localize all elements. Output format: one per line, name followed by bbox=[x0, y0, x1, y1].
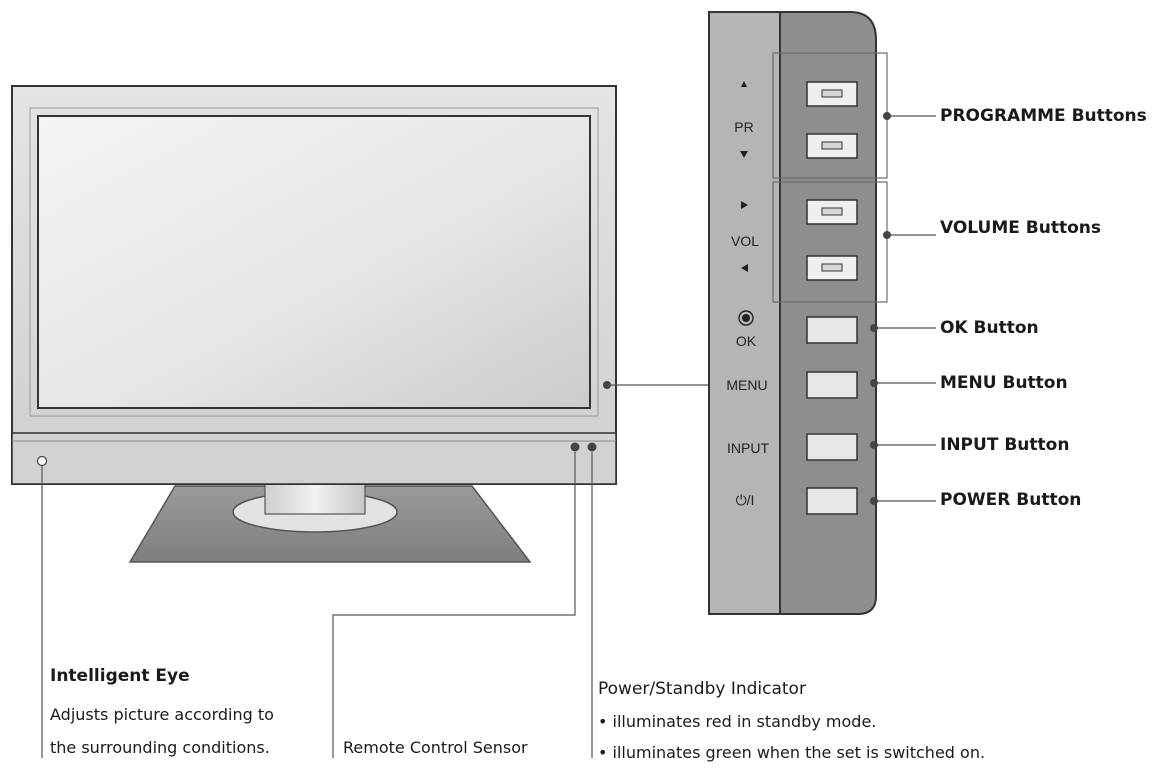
power-indicator-dot bbox=[587, 442, 597, 452]
menu-button[interactable] bbox=[806, 371, 858, 399]
remote-sensor-label: Remote Control Sensor bbox=[343, 738, 528, 757]
power-indicator-line2: • illuminates green when the set is swit… bbox=[598, 743, 986, 762]
vol-label: VOL bbox=[731, 233, 759, 249]
power-label: ⏻/I bbox=[736, 492, 755, 508]
vol-up-button[interactable] bbox=[806, 199, 858, 225]
ok-label: OK bbox=[736, 333, 757, 349]
input-button[interactable] bbox=[806, 433, 858, 461]
side-control-panel: PR VOL OK MENU INPUT ⏻/I bbox=[708, 11, 888, 615]
volume-buttons-callout: VOLUME Buttons bbox=[940, 218, 1102, 238]
side-panel-front bbox=[708, 11, 781, 615]
power-indicator-line1: • illuminates red in standby mode. bbox=[598, 712, 877, 731]
leader-lines bbox=[41, 384, 709, 758]
pr-down-arrow-icon bbox=[740, 151, 748, 158]
power-indicator-title: Power/Standby Indicator bbox=[598, 679, 806, 699]
menu-button-callout: MENU Button bbox=[940, 373, 1068, 393]
pr-up-arrow-icon bbox=[741, 81, 747, 87]
power-button[interactable] bbox=[806, 487, 858, 515]
intelligent-eye-sensor bbox=[36, 455, 48, 467]
programme-buttons-callout: PROGRAMME Buttons bbox=[940, 106, 1147, 126]
input-label: INPUT bbox=[727, 440, 769, 456]
volume-group-frame bbox=[772, 181, 888, 303]
intelligent-eye-line2: the surrounding conditions. bbox=[50, 738, 270, 757]
intelligent-eye-line1: Adjusts picture according to bbox=[50, 705, 274, 724]
input-button-callout: INPUT Button bbox=[940, 435, 1070, 455]
pr-up-button[interactable] bbox=[806, 81, 858, 107]
intelligent-eye-title: Intelligent Eye bbox=[50, 666, 190, 686]
tv-front bbox=[11, 85, 617, 563]
power-button-callout: POWER Button bbox=[940, 490, 1082, 510]
vol-left-arrow-icon bbox=[741, 264, 748, 272]
remote-sensor-dot bbox=[570, 442, 580, 452]
menu-label: MENU bbox=[726, 377, 767, 393]
vol-down-button[interactable] bbox=[806, 255, 858, 281]
ok-button-callout: OK Button bbox=[940, 318, 1039, 338]
tv-screen bbox=[37, 115, 591, 409]
panel-leader-lines bbox=[874, 115, 936, 502]
pr-down-button[interactable] bbox=[806, 133, 858, 159]
panel-leader-dots bbox=[870, 112, 891, 505]
ok-button[interactable] bbox=[806, 316, 858, 344]
ok-dot-icon bbox=[738, 310, 754, 326]
side-panel-back bbox=[779, 11, 877, 615]
vol-right-arrow-icon bbox=[741, 201, 748, 209]
pr-label: PR bbox=[734, 119, 753, 135]
